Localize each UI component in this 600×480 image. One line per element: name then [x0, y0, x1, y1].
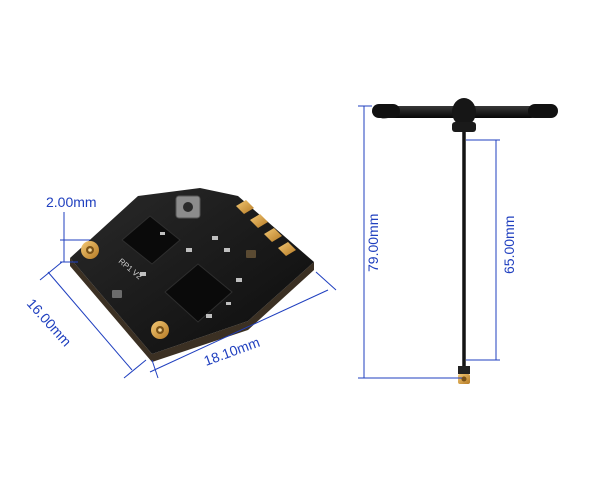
antenna-dimension-lines — [358, 105, 500, 379]
label-connector-height: 2.00mm — [46, 194, 97, 210]
receiver-board: RP1 V2 — [70, 188, 314, 362]
ufl-connector-bottom — [151, 321, 169, 339]
antenna-ipex-connector — [458, 366, 470, 384]
smd-components — [112, 232, 256, 318]
label-antenna-cable: 65.00mm — [501, 216, 517, 274]
t-antenna — [372, 98, 558, 384]
ufl-connector-top — [81, 241, 99, 259]
label-antenna-total: 79.00mm — [365, 214, 381, 272]
solder-pads — [236, 200, 296, 256]
chip-lower — [164, 263, 233, 323]
chip-upper — [121, 215, 181, 265]
board-edge — [70, 258, 314, 362]
bind-button — [175, 195, 201, 219]
label-board-width: 16.00mm — [24, 295, 75, 349]
board-dimension-lines — [39, 212, 337, 379]
